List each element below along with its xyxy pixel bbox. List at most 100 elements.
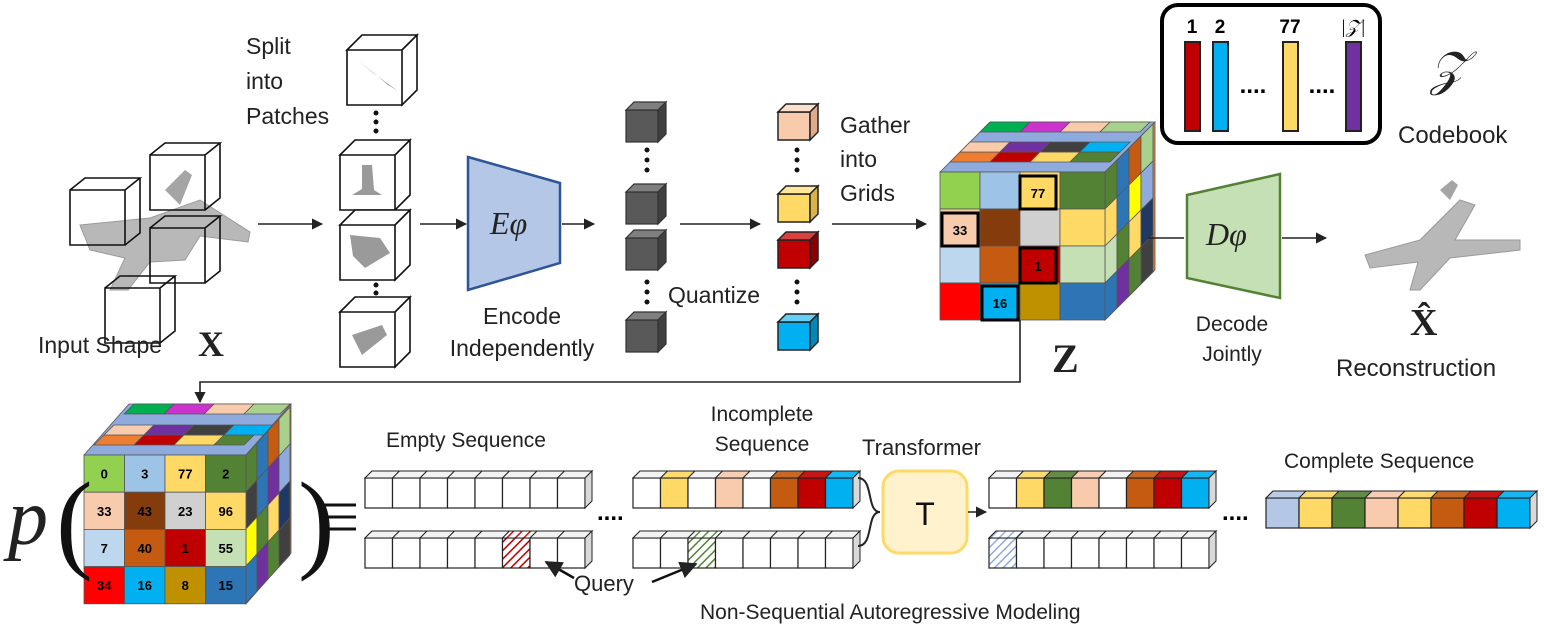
grid-cell [164, 491, 206, 530]
gather-label-2: into [840, 146, 878, 172]
grid-cell [205, 454, 247, 493]
codebook-index-2: 2 [1215, 17, 1226, 38]
seq-cell [1496, 497, 1531, 529]
seq-cell [1397, 497, 1432, 529]
split-label-1: Split [246, 33, 291, 59]
seq-end-face [1208, 529, 1217, 570]
transformer-label: Transformer [862, 435, 981, 460]
seq-cell [419, 537, 449, 569]
seq-cell [1125, 477, 1155, 509]
encode-label-1: Encode [482, 303, 561, 329]
sequence-complete [1264, 489, 1539, 530]
seq-end-face [584, 529, 593, 570]
encode-label-2: Independently [449, 335, 595, 361]
grid-cell-label: 34 [97, 578, 112, 593]
sequence-output-top [987, 469, 1218, 510]
seq-end-face [852, 469, 861, 510]
seq-end-face [584, 469, 593, 510]
grid-cell-label: 3 [141, 467, 148, 482]
grid-z-symbol: Z [1052, 336, 1079, 381]
seq-cell [714, 537, 744, 569]
decoder-symbol: Dφ [1206, 216, 1247, 252]
transformer-symbol: T [915, 496, 935, 532]
seq-ellipsis-2: .... [1222, 499, 1249, 526]
seq-cell [1043, 477, 1073, 509]
grid-z-label-33: 33 [953, 223, 967, 238]
query-label: Query [574, 571, 634, 596]
seq-cell [988, 477, 1018, 509]
seq-cell [529, 477, 559, 509]
incomplete-sequence-label-2: Sequence [714, 433, 810, 456]
seq-cell [391, 477, 421, 509]
sequence-empty-bottom [363, 529, 594, 570]
seq-cell [988, 537, 1018, 569]
grid-cell [83, 529, 125, 568]
gather-label-3: Grids [840, 180, 895, 206]
quantized-cubes [776, 102, 820, 352]
seq-cell [529, 537, 559, 569]
seq-cell [687, 537, 717, 569]
seq-cell [1430, 497, 1465, 529]
grid-z-label-77: 77 [1031, 186, 1045, 201]
empty-sequence-label: Empty Sequence [386, 429, 546, 452]
seq-cell [769, 537, 799, 569]
seq-cell [501, 477, 531, 509]
latent-vdots [644, 147, 650, 305]
patch-cube-3 [338, 208, 412, 282]
grid-cell-label: 77 [178, 467, 192, 482]
gather-label-1: Gather [840, 112, 911, 138]
codebook-bars [1184, 41, 1362, 132]
grid-cell [124, 566, 166, 605]
grid-cell-label: 16 [138, 578, 152, 593]
split-vdots [373, 110, 379, 296]
seq-cell [474, 537, 504, 569]
seq-cell [364, 537, 394, 569]
seq-cell [714, 477, 744, 509]
grid-cell-label: 96 [219, 504, 233, 519]
equiv-sign [321, 503, 356, 531]
seq-end-face [1529, 489, 1538, 530]
split-patch-cubes [338, 33, 419, 369]
sequence-output-bottom [987, 529, 1218, 570]
seq-cell [1364, 497, 1399, 529]
seq-cell [1153, 477, 1183, 509]
seq-cell [659, 477, 689, 509]
codebook-label: Codebook [1398, 122, 1508, 149]
seq-cell [446, 477, 476, 509]
seq-cell [1180, 477, 1210, 509]
grid-cell [83, 454, 125, 493]
prob-open-paren: ( [56, 460, 93, 582]
quantized-vdots [794, 147, 800, 305]
seq-cell [1015, 537, 1045, 569]
grid-z-label-1: 1 [1034, 259, 1041, 274]
latent-cubes [624, 100, 668, 354]
seq-cell [1331, 497, 1366, 529]
decode-label-2: Jointly [1202, 343, 1262, 366]
input-shape-label: Input Shape [38, 332, 163, 358]
seq-cell [1070, 537, 1100, 569]
grid-cell-label: 40 [138, 541, 152, 556]
seq-cell [742, 537, 772, 569]
seq-cell [1180, 537, 1210, 569]
seq-cell [769, 477, 799, 509]
grid-cell-label: 8 [182, 578, 189, 593]
grid-cell-label: 1 [182, 541, 189, 556]
grid-cell-label: 43 [138, 504, 152, 519]
grid-cell [83, 566, 125, 605]
seq-cell [1463, 497, 1498, 529]
seq-cell [1070, 477, 1100, 509]
decode-label-1: Decode [1195, 313, 1269, 336]
quantize-label: Quantize [668, 282, 761, 308]
seq-cell [1015, 477, 1045, 509]
seq-cell [446, 537, 476, 569]
seq-cell [474, 477, 504, 509]
grid-cell-label: 23 [178, 504, 192, 519]
seq-cell [632, 477, 662, 509]
grid-cell-label: 7 [101, 541, 108, 556]
query-arrow-1 [544, 560, 575, 580]
sequence-incomplete-top [631, 469, 862, 510]
complete-sequence-label: Complete Sequence [1284, 450, 1475, 473]
codebook-index-size: |𝒵| [1341, 17, 1366, 38]
query-arrow-2 [651, 561, 698, 584]
